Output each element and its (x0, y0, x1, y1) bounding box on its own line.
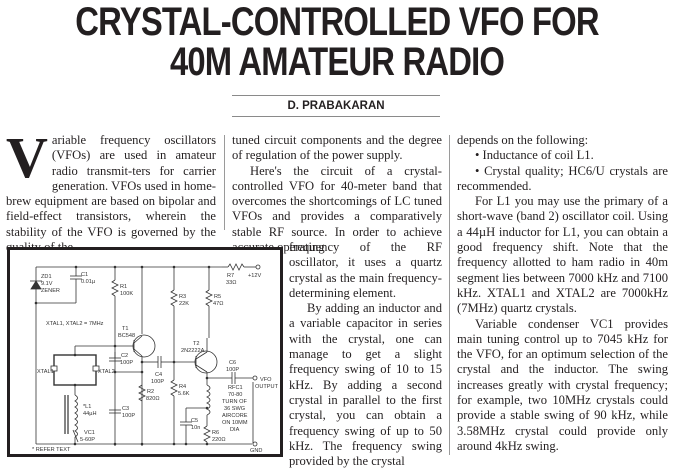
label-c4-value: 100P (151, 379, 164, 385)
label-rfc1-line1: 70-80 (228, 392, 242, 398)
label-r6-value: 220Ω (212, 437, 226, 443)
label-r2-value: 820Ω (146, 396, 160, 402)
label-xtal1: XTAL1 (37, 369, 54, 375)
label-r5: R5 (214, 294, 221, 300)
label-c3: C3 (122, 406, 129, 412)
label-t2-type: 2N2222A (181, 348, 205, 354)
col3-bullet-2: • Crystal quality; HC6/U crystals are re… (457, 163, 668, 193)
label-l1-value: 44µH (83, 411, 97, 417)
label-r7-value: 33Ω (226, 280, 236, 286)
schematic-drawing: ZD1 9.1V ZENER C1 0.01µ R1 100K XTAL1, X… (30, 263, 279, 454)
label-vfo: VFO (260, 377, 272, 383)
label-refer-text: * REFER TEXT (32, 447, 71, 453)
label-vc1: VC1 (84, 430, 95, 436)
label-r4-value: 5.6K (178, 391, 190, 397)
label-zd1-type: ZENER (41, 288, 60, 294)
label-rfc1-line6: DIA (230, 427, 240, 433)
label-t2: T2 (193, 341, 200, 347)
label-r7: R7 (227, 273, 234, 279)
label-c1-value: 0.01µ (81, 279, 96, 285)
label-c2-value: 100P (120, 360, 133, 366)
col3-bullet-1: • Inductance of coil L1. (475, 148, 594, 163)
label-zd1-value: 9.1V (41, 281, 53, 287)
label-r1-value: 100K (120, 291, 133, 297)
column-divider-1 (224, 135, 225, 230)
label-c6: C6 (229, 360, 236, 366)
label-r3-value: 22K (179, 301, 189, 307)
label-rfc1-line2: TURN OF (222, 399, 247, 405)
label-rfc1: RFC1 (228, 385, 243, 391)
label-r1: R1 (120, 284, 127, 290)
article-title: CRYSTAL-CONTROLLED VFO FOR 40M AMATEUR R… (61, 2, 614, 82)
label-r4: R4 (179, 384, 186, 390)
label-c2: C2 (121, 353, 128, 359)
label-xtal2: XTAL2 (98, 369, 115, 375)
label-c6-value: 100P (226, 367, 239, 373)
title-line-2: 40M AMATEUR RADIO (169, 40, 505, 84)
label-r5-value: 47Ω (213, 301, 223, 307)
column-1: V ariable frequency oscillators (VFOs) a… (6, 125, 216, 255)
label-c3-value: 100P (122, 413, 135, 419)
title-line-1: CRYSTAL-CONTROLLED VFO FOR (75, 0, 599, 44)
label-rfc1-line5: ON 10MM (222, 420, 248, 426)
label-rfc1-line3: 36 SWG (224, 406, 245, 412)
label-c5-value: 10n (191, 425, 200, 431)
label-c4: C4 (155, 372, 162, 378)
col2-paragraph-3: By adding an inductor and a variable cap… (289, 301, 442, 469)
drop-cap: V (6, 125, 48, 190)
label-vc1-value: 5-60P (80, 437, 95, 443)
label-t1: T1 (122, 326, 129, 332)
label-output: OUTPUT (255, 384, 279, 390)
column-3: depends on the following: • Inductance o… (457, 133, 668, 454)
label-r6: R6 (212, 430, 219, 436)
label-l1: *L1 (83, 404, 91, 410)
col3-paragraph-2: For L1 you may use the primary of a shor… (457, 194, 668, 316)
col3-paragraph-1: depends on the following: (457, 133, 589, 147)
column-2-continued: frequency of the RF oscillator, it uses … (289, 240, 442, 469)
label-rfc1-line4: AIRCORE (222, 413, 248, 419)
label-gnd: GND (250, 448, 262, 454)
label-t1-type: BC548 (118, 333, 135, 339)
circuit-schematic: ZD1 9.1V ZENER C1 0.01µ R1 100K XTAL1, X… (7, 247, 283, 457)
col3-paragraph-3: Variable condenser VC1 provides main tun… (457, 316, 668, 453)
byline-box: D. PRABAKARAN (232, 95, 440, 117)
label-xtal-note: XTAL1, XTAL2 = 7MHz (46, 321, 104, 327)
col2-paragraph-2-continued: frequency of the RF oscillator, it uses … (289, 240, 442, 300)
label-r3: R3 (179, 294, 186, 300)
column-2: tuned circuit components and the degree … (232, 133, 442, 255)
column-divider-2 (449, 135, 450, 455)
col1-paragraph-1: ariable frequency oscillators (VFOs) are… (6, 133, 216, 254)
label-supply: +12V (248, 273, 261, 279)
label-c5: C5 (191, 418, 198, 424)
author-name: D. PRABAKARAN (287, 100, 385, 112)
label-r2: R2 (147, 389, 154, 395)
label-c1: C1 (81, 272, 88, 278)
col2-paragraph-1: tuned circuit components and the degree … (232, 133, 442, 163)
label-zd1: ZD1 (41, 274, 52, 280)
